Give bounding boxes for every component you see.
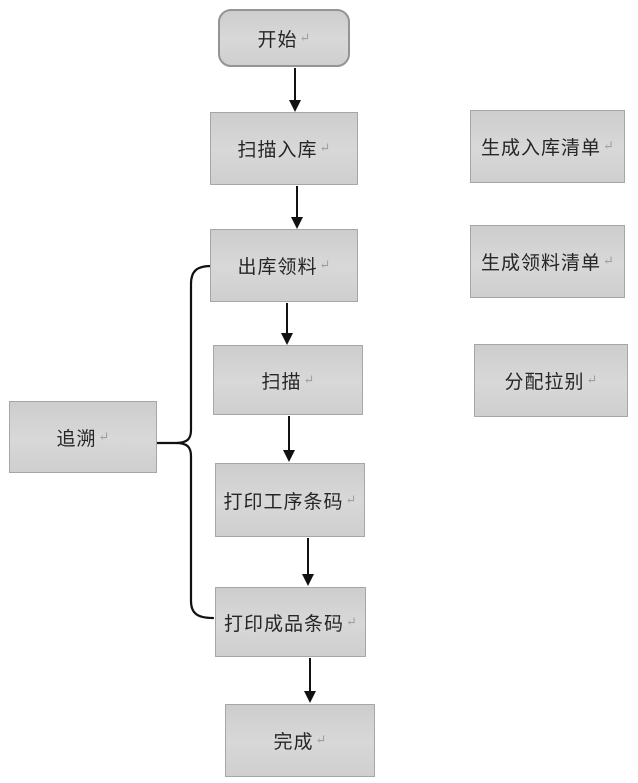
return-mark: ↵ (345, 492, 357, 508)
node-label: 扫描入库 (237, 139, 318, 161)
return-mark: ↵ (98, 429, 110, 445)
return-mark: ↵ (315, 733, 327, 748)
flow-node-scan-in: 扫描入库↵ (210, 112, 358, 185)
flow-node-gen-inbound-list: 生成入库清单↵ (470, 110, 625, 183)
arrow-scan-to-print-process (283, 416, 295, 462)
return-mark: ↵ (603, 254, 614, 269)
return-mark: ↵ (586, 373, 598, 388)
node-label: 追溯 (56, 427, 97, 450)
trace-brace (175, 264, 215, 620)
flow-node-scan: 扫描↵ (213, 345, 363, 415)
node-label: 开始 (257, 28, 298, 51)
return-mark: ↵ (303, 372, 315, 388)
node-label: 打印工序条码 (223, 490, 344, 513)
flow-node-print-process-barcode: 打印工序条码↵ (215, 463, 365, 537)
return-mark: ↵ (319, 258, 331, 273)
return-mark: ↵ (603, 139, 614, 154)
arrow-scan-in-to-outbound-pick (291, 186, 303, 229)
flow-node-start: 开始↵ (218, 9, 350, 67)
node-label: 扫描 (261, 370, 302, 393)
arrow-print-product-to-finish (304, 658, 316, 703)
flow-node-trace: 追溯↵ (9, 401, 157, 473)
node-label: 完成 (273, 731, 314, 753)
node-label: 打印成品条码 (224, 612, 345, 635)
node-label: 生成入库清单 (481, 137, 602, 159)
node-label: 出库领料 (237, 256, 318, 278)
flow-node-finish: 完成↵ (225, 704, 375, 777)
node-label: 分配拉别 (504, 371, 585, 393)
arrow-print-process-to-print-product (302, 538, 314, 586)
flow-node-gen-picking-list: 生成领料清单↵ (470, 225, 625, 298)
return-mark: ↵ (319, 141, 331, 156)
arrow-start-to-scan-in (289, 68, 301, 112)
flow-node-assign-line: 分配拉别↵ (474, 344, 628, 417)
flow-node-outbound-pick: 出库领料↵ (210, 229, 358, 302)
flow-node-print-product-barcode: 打印成品条码↵ (215, 587, 366, 657)
return-mark: ↵ (346, 614, 357, 630)
arrow-outbound-pick-to-scan (281, 303, 293, 345)
return-mark: ↵ (299, 30, 311, 46)
node-label: 生成领料清单 (481, 252, 602, 274)
